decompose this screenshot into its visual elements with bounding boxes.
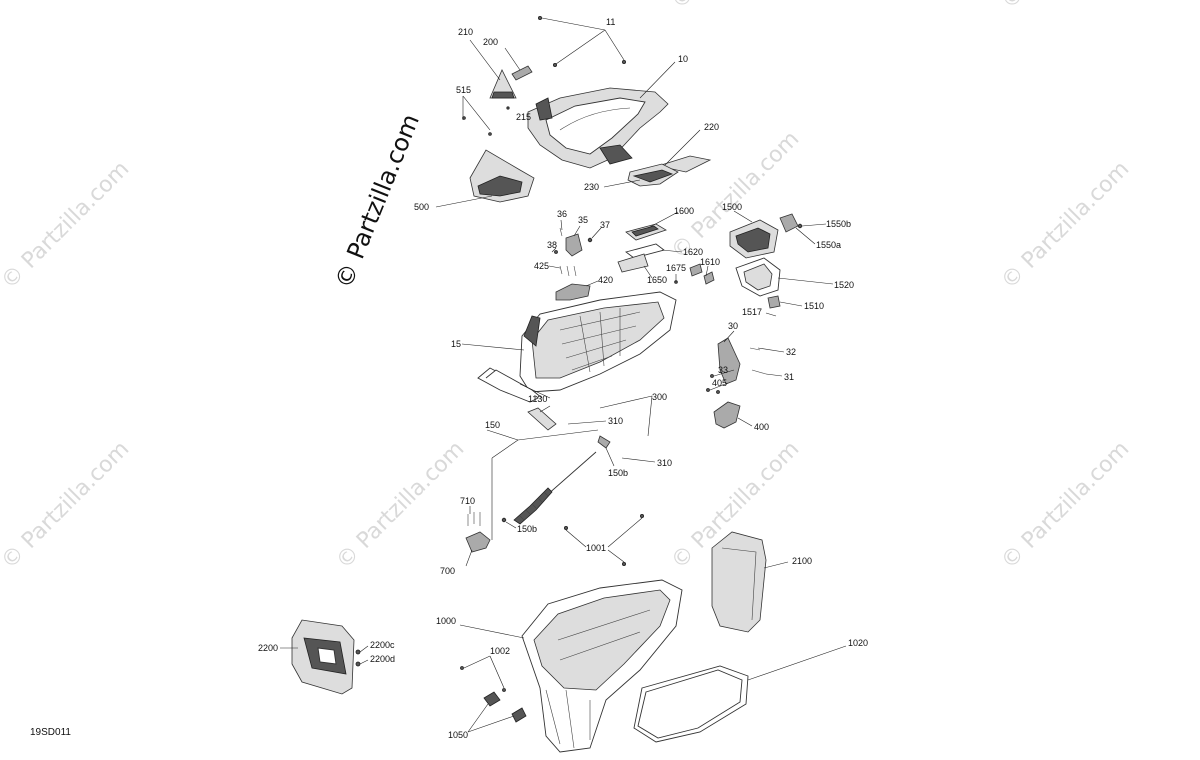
callout-1620: 1620 — [683, 247, 703, 257]
callout-labels: 11 10 200 210 215 515 220 230 500 36 35 … — [258, 17, 868, 740]
callout-30: 30 — [728, 321, 738, 331]
part-1020-gasket[interactable] — [633, 665, 749, 743]
callout-150b-top: 150b — [608, 468, 628, 478]
leader-lines — [280, 17, 847, 733]
callout-710: 710 — [460, 496, 475, 506]
part-210[interactable] — [489, 69, 517, 99]
callout-1050: 1050 — [448, 730, 468, 740]
part-150-cable[interactable] — [501, 435, 611, 525]
watermark-4: © Partzilla.com — [0, 437, 134, 575]
fasteners-1001[interactable] — [564, 514, 645, 567]
callout-32: 32 — [786, 347, 796, 357]
callout-1500: 1500 — [722, 202, 742, 212]
part-1050-clips[interactable] — [483, 691, 527, 723]
callout-700: 700 — [440, 566, 455, 576]
parts-31-32-33-405[interactable] — [706, 347, 767, 394]
part-35-bracket[interactable] — [565, 233, 583, 257]
callout-38: 38 — [547, 240, 557, 250]
callout-2200d: 2200d — [370, 654, 395, 664]
callout-1020: 1020 — [848, 638, 868, 648]
part-10-upper-cover[interactable] — [527, 87, 669, 169]
callout-2200: 2200 — [258, 643, 278, 653]
callout-1510: 1510 — [804, 301, 824, 311]
callout-33: 33 — [718, 365, 728, 375]
callout-1000: 1000 — [436, 616, 456, 626]
callout-2200c: 2200c — [370, 640, 395, 650]
callout-420: 420 — [598, 275, 613, 285]
diagram-id-label: 19SD011 — [30, 727, 71, 738]
part-700-latch[interactable] — [465, 512, 491, 553]
part-2100-cushion[interactable] — [711, 531, 767, 633]
callout-1550b: 1550b — [826, 219, 851, 229]
watermark-8: © Partzilla.com — [997, 0, 1135, 14]
callout-37: 37 — [600, 220, 610, 230]
callout-10: 10 — [678, 54, 688, 64]
callout-515: 515 — [456, 85, 471, 95]
watermark-1: © Partzilla.com — [0, 157, 134, 295]
parts-1675-1610[interactable] — [674, 263, 715, 285]
callout-400: 400 — [754, 422, 769, 432]
part-420-handle[interactable] — [555, 283, 591, 301]
parts-36-37-38-425[interactable] — [554, 227, 593, 277]
part-2200-vent[interactable] — [291, 619, 355, 695]
callout-220: 220 — [704, 122, 719, 132]
watermark-9: © Partzilla.com — [667, 0, 805, 14]
fasteners-11[interactable] — [462, 15, 627, 136]
part-200[interactable] — [511, 65, 533, 81]
part-230[interactable] — [627, 163, 679, 187]
fasteners-1002[interactable] — [460, 666, 506, 692]
part-1520-lens[interactable] — [735, 257, 781, 297]
callout-150: 150 — [485, 420, 500, 430]
callout-310-a: 310 — [608, 416, 623, 426]
callout-1600: 1600 — [674, 206, 694, 216]
callout-215: 215 — [516, 112, 531, 122]
callout-200: 200 — [483, 37, 498, 47]
watermark-5: © Partzilla.com — [332, 437, 470, 575]
part-1600-light[interactable] — [625, 223, 667, 241]
callout-2100: 2100 — [792, 556, 812, 566]
callout-1610: 1610 — [700, 257, 720, 267]
callout-1002: 1002 — [490, 646, 510, 656]
callout-425: 425 — [534, 261, 549, 271]
part-1130-straps[interactable] — [477, 367, 557, 431]
callout-31: 31 — [784, 372, 794, 382]
callout-405: 405 — [712, 378, 727, 388]
callout-15: 15 — [451, 339, 461, 349]
watermark-7: © Partzilla.com — [997, 437, 1135, 575]
part-1500-lamp[interactable] — [729, 219, 779, 259]
watermark-3: © Partzilla.com — [997, 157, 1135, 295]
callout-1675: 1675 — [666, 263, 686, 273]
callout-500: 500 — [414, 202, 429, 212]
callout-1550a: 1550a — [816, 240, 841, 250]
part-400-handle[interactable] — [713, 401, 741, 429]
part-500-front-cover[interactable] — [469, 149, 535, 203]
part-1650-module[interactable] — [617, 253, 649, 273]
callout-310-b: 310 — [657, 458, 672, 468]
callout-150b-low: 150b — [517, 524, 537, 534]
callout-1130: 1130 — [528, 394, 547, 404]
callout-230: 230 — [584, 182, 599, 192]
partzilla-main-watermark: © Partzilla.com — [330, 110, 425, 292]
part-15-hull-frame[interactable] — [519, 291, 677, 393]
callout-1517: 1517 — [742, 307, 762, 317]
part-1000-storage-bin[interactable] — [521, 579, 683, 753]
callout-11: 11 — [606, 17, 615, 27]
callout-35: 35 — [578, 215, 588, 225]
callout-1001: 1001 — [586, 543, 606, 553]
callout-300: 300 — [652, 392, 667, 402]
callout-36: 36 — [557, 209, 567, 219]
callout-1650: 1650 — [647, 275, 667, 285]
part-1510-clip[interactable] — [767, 295, 781, 309]
part-1550a-1550b[interactable] — [779, 213, 803, 233]
callout-1520: 1520 — [834, 280, 854, 290]
parts-2200c-2200d[interactable] — [355, 649, 361, 667]
callout-210: 210 — [458, 27, 473, 37]
part-220[interactable] — [656, 155, 712, 173]
